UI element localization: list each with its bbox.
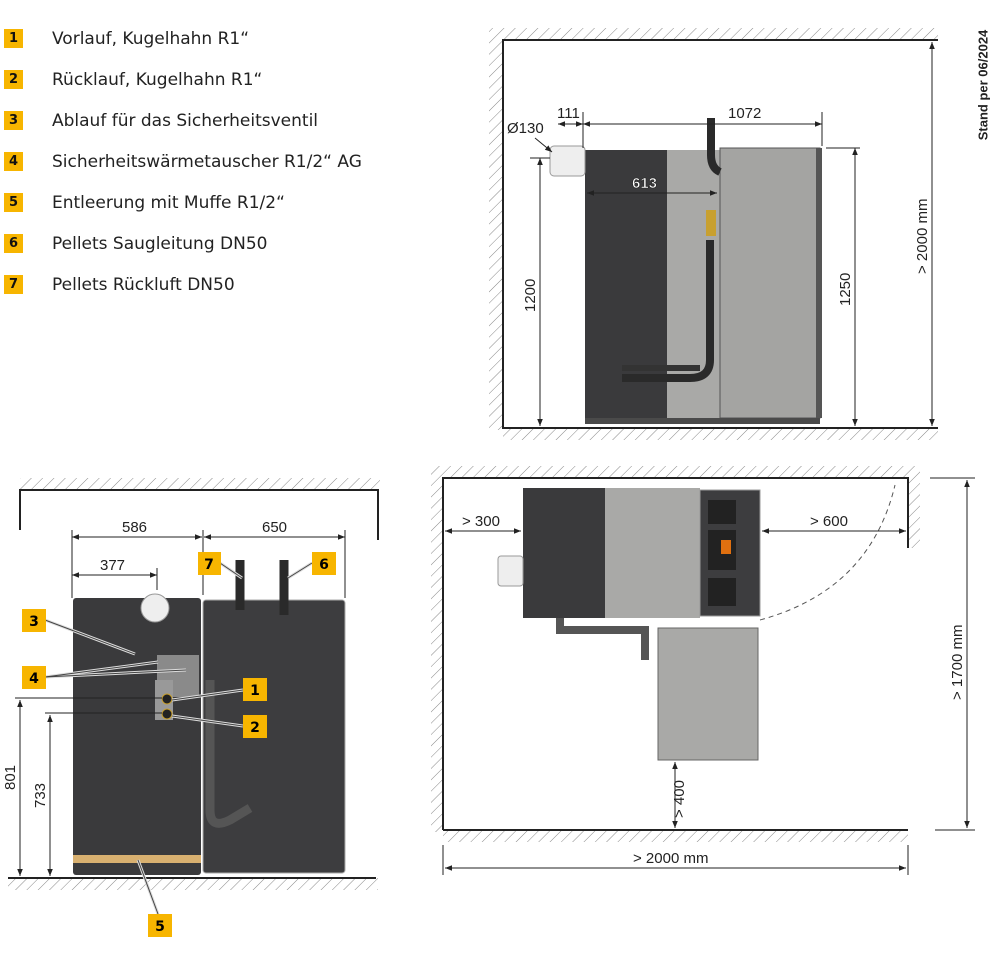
legend-item: 6 Pellets Saugleitung DN50	[4, 223, 362, 264]
room-outline	[19, 489, 379, 540]
callout-5: 5	[148, 914, 172, 937]
callout-7: 7	[198, 552, 221, 575]
dim-1250: 1250	[837, 273, 854, 306]
dim-min-height: > 2000 mm	[914, 199, 931, 274]
dim-111: 111	[557, 105, 580, 122]
dim-733: 733	[32, 783, 49, 808]
legend-text: Entleerung mit Muffe R1/2“	[52, 192, 285, 213]
callout-label: 4	[29, 671, 39, 687]
flue-pipe	[549, 145, 586, 177]
drain-bar	[73, 855, 201, 863]
dim-1072: 1072	[728, 105, 761, 122]
legend-item: 2 Rücklauf, Kugelhahn R1“	[4, 59, 362, 100]
storage-unit-right	[202, 599, 346, 874]
legend-text: Rücklauf, Kugelhahn R1“	[52, 69, 263, 90]
dim-650: 650	[262, 519, 287, 536]
water-pipe	[622, 240, 714, 382]
storage-unit	[657, 627, 759, 761]
dim-room-depth: > 1700 mm	[949, 625, 966, 700]
legend-item: 3 Ablauf für das Sicherheitsventil	[4, 100, 362, 141]
valve	[706, 210, 716, 236]
number-badge: 4	[4, 152, 23, 171]
room-outline	[502, 39, 938, 429]
valve-flow	[161, 693, 173, 705]
pipe	[556, 618, 649, 660]
door-swing-arc	[759, 484, 896, 621]
callout-label: 6	[319, 557, 329, 573]
legend-text: Sicherheitswärmetauscher R1/2“ AG	[52, 151, 362, 172]
callout-label: 2	[250, 720, 260, 736]
dim-801: 801	[2, 765, 19, 790]
boiler-base	[585, 418, 820, 424]
side-view: Ø130 111 1072 613 1200 1250 > 2000 mm	[489, 28, 938, 440]
callout-2: 2	[243, 715, 267, 738]
legend-text: Pellets Saugleitung DN50	[52, 233, 268, 254]
dim-flue-diameter: Ø130	[507, 120, 544, 137]
dim-613: 613	[632, 175, 657, 192]
dim-377: 377	[100, 557, 125, 574]
wall-hatch	[443, 830, 908, 842]
callout-1: 1	[243, 678, 267, 701]
ceiling-hatch	[503, 28, 938, 40]
number-badge: 6	[4, 234, 23, 253]
number-badge: 7	[4, 275, 23, 294]
room-outline	[442, 477, 909, 830]
legend-item: 7 Pellets Rückluft DN50	[4, 264, 362, 305]
callout-6: 6	[312, 552, 336, 575]
wall-hatch	[908, 478, 920, 548]
boiler-unit-left	[73, 598, 201, 875]
legend-text: Pellets Rückluft DN50	[52, 274, 235, 295]
boiler-front-panel	[816, 148, 822, 418]
boiler-right-section	[719, 147, 821, 419]
legend-item: 5 Entleerung mit Muffe R1/2“	[4, 182, 362, 223]
flue-outlet	[140, 593, 170, 623]
dim-1200: 1200	[522, 279, 539, 312]
pellet-pipe	[707, 118, 722, 176]
boiler-gray-section	[605, 488, 700, 618]
dim-back-clearance: > 400	[671, 780, 688, 818]
boiler-dark-section	[523, 488, 605, 618]
floor-hatch	[8, 878, 378, 890]
number-badge: 1	[4, 29, 23, 48]
wall-hatch	[443, 466, 920, 478]
dim-586: 586	[122, 519, 147, 536]
callout-label: 1	[250, 683, 260, 699]
wall-hatch	[489, 28, 503, 430]
dim-front-clearance: > 600	[810, 513, 848, 530]
ceiling-hatch	[20, 478, 380, 490]
number-badge: 2	[4, 70, 23, 89]
legend-text: Ablauf für das Sicherheitsventil	[52, 110, 319, 131]
flue-pipe	[497, 555, 524, 587]
top-view: > 300 > 600 > 400 > 1700 mm > 2000 mm	[431, 466, 975, 875]
pipe	[205, 680, 253, 828]
floor-hatch	[503, 428, 938, 440]
valve-return	[161, 708, 173, 720]
legend: 1 Vorlauf, Kugelhahn R1“ 2 Rücklauf, Kugel…	[4, 18, 362, 305]
front-view: 586 650 377 801 733 3 4 1 2 7 6 5	[2, 478, 380, 937]
legend-item: 1 Vorlauf, Kugelhahn R1“	[4, 18, 362, 59]
dim-room-width: > 2000 mm	[633, 850, 708, 867]
number-badge: 5	[4, 193, 23, 212]
callout-4: 4	[22, 666, 46, 689]
callout-label: 7	[204, 557, 214, 573]
legend-item: 4 Sicherheitswärmetauscher R1/2“ AG	[4, 141, 362, 182]
callout-label: 3	[29, 614, 39, 630]
callout-3: 3	[22, 609, 46, 632]
wall-hatch	[431, 466, 443, 832]
legend-text: Vorlauf, Kugelhahn R1“	[52, 28, 250, 49]
callout-label: 5	[155, 919, 165, 935]
dim-left-clearance: > 300	[462, 513, 500, 530]
number-badge: 3	[4, 111, 23, 130]
